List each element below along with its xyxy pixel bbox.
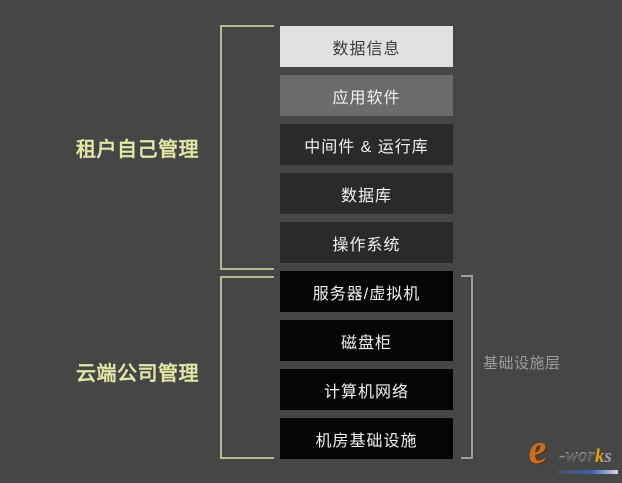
eworks-logo-wor: -wor	[559, 446, 595, 467]
eworks-logo: e -works	[526, 426, 620, 480]
eworks-logo-s: s	[604, 446, 612, 467]
layer-stack: 数据信息 应用软件 中间件 & 运行库 数据库 操作系统 服务器/虚拟机 磁盘柜…	[280, 26, 453, 459]
tenant-bracket	[220, 25, 274, 270]
layer-datacenter-facility: 机房基础设施	[280, 418, 453, 459]
eworks-logo-e-swoosh: e	[525, 426, 550, 474]
layer-disk-array: 磁盘柜	[280, 320, 453, 361]
provider-managed-label: 云端公司管理	[76, 363, 199, 385]
tenant-managed-label: 租户自己管理	[76, 139, 199, 161]
eworks-logo-k: k	[594, 446, 605, 467]
layer-server-vm: 服务器/虚拟机	[280, 271, 453, 312]
eworks-logo-wordmark: -works	[559, 446, 612, 468]
provider-bracket	[220, 276, 274, 459]
layer-data-info: 数据信息	[280, 26, 453, 67]
infrastructure-layer-label: 基础设施层	[483, 355, 561, 372]
layer-app-software: 应用软件	[280, 75, 453, 116]
eworks-logo-underline-bar	[558, 470, 618, 474]
layer-database: 数据库	[280, 173, 453, 214]
layer-os: 操作系统	[280, 222, 453, 263]
infrastructure-bracket	[461, 275, 473, 459]
layer-computer-network: 计算机网络	[280, 369, 453, 410]
layer-middleware-runtime: 中间件 & 运行库	[280, 124, 453, 165]
